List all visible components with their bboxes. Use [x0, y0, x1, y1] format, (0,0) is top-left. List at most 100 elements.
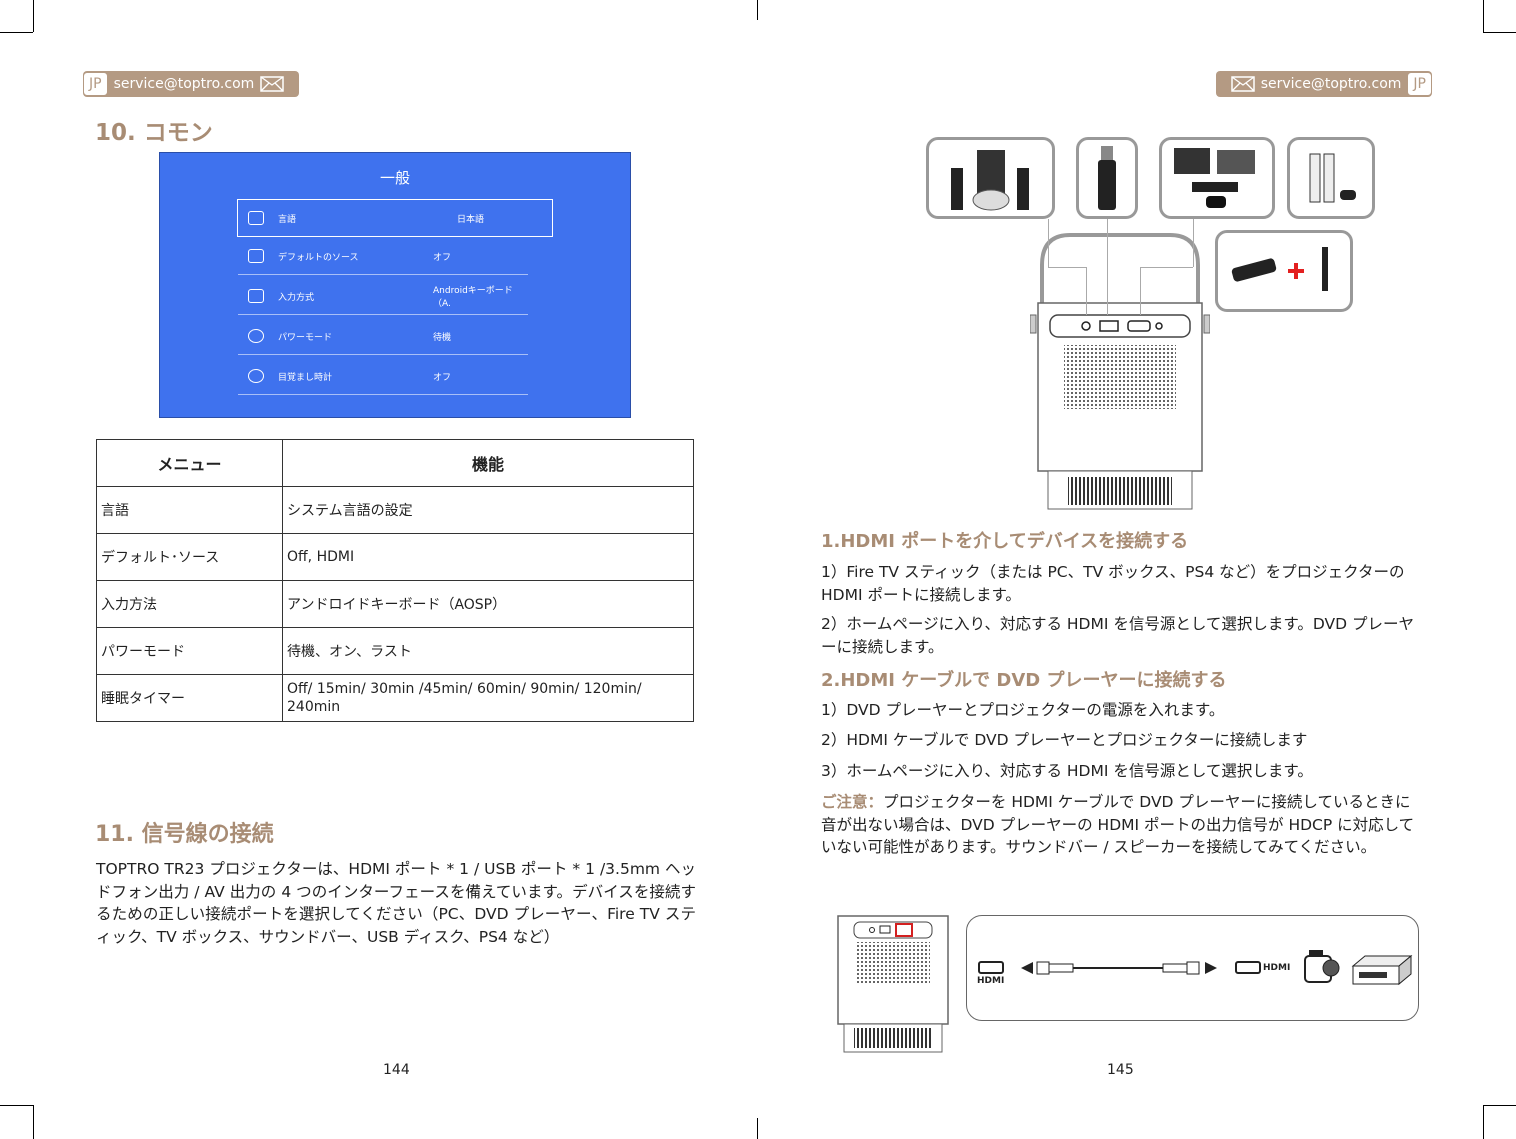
- settings-row: 入力方式 Androidキーボード（A.: [238, 278, 528, 315]
- lang-tag: JP: [83, 72, 108, 96]
- section10-title: 10. コモン: [95, 120, 213, 146]
- table-cell: 言語: [96, 486, 283, 534]
- note-paragraph: ご注意：プロジェクターを HDMI ケーブルで DVD プレーヤーに接続している…: [821, 791, 1419, 859]
- hdmi-port-icon: [978, 961, 1004, 974]
- right-step-1: 1）Fire TV スティック（または PC、TV ボックス、PS4 など）をプ…: [821, 563, 1405, 604]
- settings-row-label: 目覚まし時計: [278, 372, 333, 383]
- table-cell: パワーモード: [96, 627, 283, 675]
- table-cell: アンドロイドキーボード（AOSP）: [282, 580, 694, 628]
- table-header: メニュー: [96, 439, 283, 487]
- hdmi-label-left: HDMI: [977, 976, 1005, 986]
- small-projector-illustration: [832, 912, 954, 1054]
- settings-row-value: 待機: [433, 332, 452, 343]
- right-heading-1: 1.HDMI ポートを介してデバイスを接続する: [821, 531, 1189, 552]
- table-cell: 睡眠タイマー: [96, 674, 283, 722]
- table-cell: デフォルト･ソース: [96, 533, 283, 581]
- connection-wire: [1086, 267, 1087, 315]
- projector-illustration: [1029, 215, 1211, 511]
- dvd-step-3: 3）ホームページに入り、対応する HDMI を信号源として選択します。: [821, 762, 1313, 780]
- right-step-2: 2）ホームページに入り、対応する HDMI を信号源として選択します。DVD プ…: [821, 615, 1414, 656]
- settings-row: 目覚まし時計 オフ: [238, 358, 528, 395]
- pc-box: [1159, 137, 1275, 219]
- console-box: [1287, 137, 1375, 219]
- menu-table: メニュー 機能 言語 システム言語の設定 デフォルト･ソース Off, HDMI…: [96, 439, 694, 722]
- crop-mark: [1483, 32, 1516, 33]
- section11-title: 11. 信号線の接続: [95, 822, 274, 847]
- usb-box: [1076, 137, 1138, 219]
- table-row: 言語 システム言語の設定: [96, 486, 694, 534]
- settings-row-label: 言語: [278, 214, 297, 225]
- connection-wire: [1048, 267, 1086, 268]
- fire-tv-stick-icon: [1231, 247, 1328, 291]
- settings-row-label: 入力方式: [278, 292, 315, 303]
- dvd-player-icon: [1351, 954, 1413, 986]
- note-body: プロジェクターを HDMI ケーブルで DVD プレーヤーに接続しているときに音…: [821, 793, 1415, 856]
- table-cell: 待機、オン、ラスト: [282, 627, 694, 675]
- dvd-step-1: 1）DVD プレーヤーとプロジェクターの電源を入れます。: [821, 701, 1225, 719]
- crop-mark: [1483, 1105, 1484, 1139]
- table-cell: Off, HDMI: [282, 533, 694, 581]
- connection-wire: [1140, 267, 1141, 315]
- section11-body: TOPTRO TR23 プロジェクターは、HDMI ポート * 1 / USB …: [96, 860, 696, 946]
- alarm-icon: [248, 369, 264, 383]
- settings-row: デフォルトのソース オフ: [238, 238, 528, 275]
- lang-tag: JP: [1407, 72, 1432, 96]
- connection-wire: [1140, 267, 1193, 268]
- table-row: 睡眠タイマー Off/ 15min/ 30min /45min/ 60min/ …: [96, 674, 694, 722]
- camcorder-icon: [1304, 950, 1340, 983]
- settings-row: パワーモード 待機: [238, 318, 528, 355]
- crop-mark: [1483, 0, 1484, 32]
- settings-row-value: 日本語: [457, 214, 485, 225]
- settings-row-value: オフ: [433, 372, 452, 383]
- source-icon: [248, 249, 264, 263]
- computer-icon: [1174, 148, 1255, 208]
- speaker-box: [926, 137, 1055, 219]
- page-number-left: 144: [383, 1062, 410, 1078]
- crop-mark: [757, 1118, 758, 1139]
- right-heading-2: 2.HDMI ケーブルで DVD プレーヤーに接続する: [821, 670, 1227, 691]
- hdmi-port-icon: [1235, 961, 1261, 974]
- mail-icon: [260, 76, 285, 92]
- hdmi-label-right: HDMI: [1263, 963, 1291, 973]
- table-header: 機能: [282, 439, 694, 487]
- page-number-right: 145: [1107, 1062, 1134, 1078]
- power-icon: [248, 329, 264, 343]
- table-row: 入力方法 アンドロイドキーボード（AOSP）: [96, 580, 694, 628]
- settings-row-value: Androidキーボード（A.: [433, 286, 513, 309]
- crop-mark: [757, 0, 758, 20]
- usb-stick-icon: [1098, 146, 1116, 210]
- email-badge-left: JP service@toptro.com: [83, 71, 299, 97]
- table-cell: Off/ 15min/ 30min /45min/ 60min/ 90min/ …: [282, 674, 694, 722]
- connection-wire: [1048, 219, 1049, 267]
- table-row: デフォルト･ソース Off, HDMI: [96, 533, 694, 581]
- firestick-box: [1215, 230, 1353, 312]
- table-cell: 入力方法: [96, 580, 283, 628]
- email-address: service@toptro.com: [113, 76, 255, 92]
- mail-icon: [1225, 76, 1255, 92]
- table-cell: システム言語の設定: [282, 486, 694, 534]
- settings-title: 一般: [379, 169, 410, 187]
- settings-screen: 一般 言語 日本語 デフォルトのソース オフ 入力方式 Androidキーボード…: [159, 152, 631, 418]
- settings-row: 言語 日本語: [237, 199, 553, 237]
- keyboard-icon: [248, 289, 264, 303]
- table-header-row: メニュー 機能: [96, 439, 694, 487]
- settings-row-value: オフ: [433, 252, 452, 263]
- hdmi-cable-box: HDMI HDMI: [966, 915, 1419, 1021]
- language-icon: [248, 211, 264, 225]
- dvd-step-2: 2）HDMI ケーブルで DVD プレーヤーとプロジェクターに接続します: [821, 731, 1308, 749]
- settings-row-label: デフォルトのソース: [278, 252, 359, 263]
- crop-mark: [0, 1105, 33, 1106]
- crop-mark: [33, 0, 34, 32]
- email-badge-right: service@toptro.com JP: [1216, 71, 1432, 97]
- speaker-icon: [951, 150, 1029, 211]
- crop-mark: [33, 1105, 34, 1139]
- settings-row-label: パワーモード: [278, 332, 333, 343]
- connection-wire: [1193, 219, 1194, 267]
- table-row: パワーモード 待機、オン、ラスト: [96, 627, 694, 675]
- note-label: ご注意：: [821, 793, 884, 811]
- email-address: service@toptro.com: [1260, 76, 1402, 92]
- crop-mark: [0, 32, 33, 33]
- crop-mark: [1483, 1105, 1516, 1106]
- game-console-icon: [1309, 153, 1356, 203]
- hdmi-cable-icon: [1021, 961, 1217, 975]
